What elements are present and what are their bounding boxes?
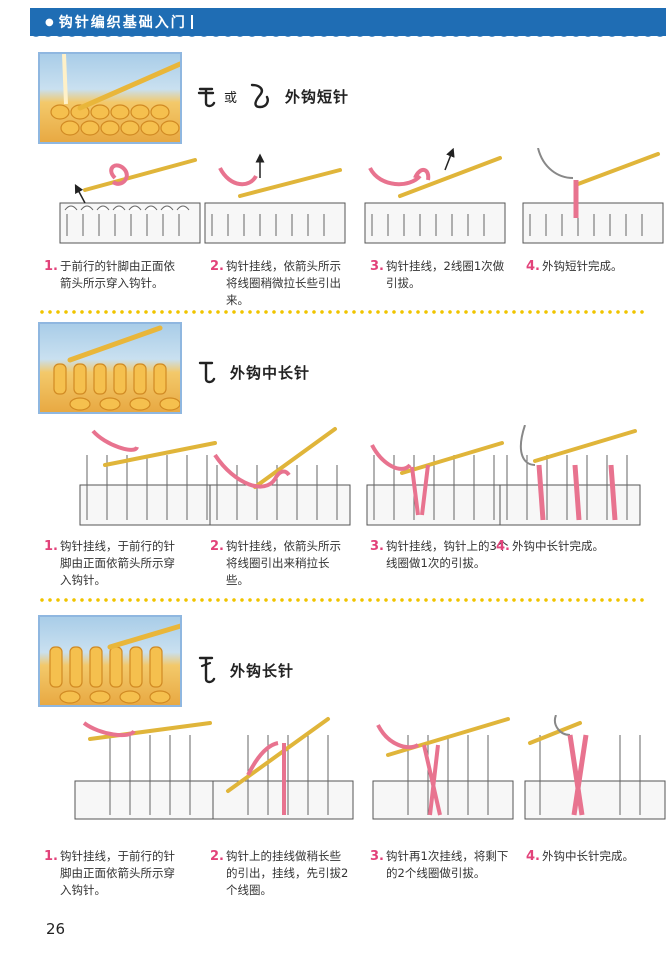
step-1: 1.钩针挂线，于前行的针脚由正面依箭头所示穿入钩针。 [44,539,175,587]
step-diagram-4 [499,425,641,526]
outer-dc-symbol-icon [196,653,218,687]
step-diagram-3 [372,717,514,820]
step-diagram-1 [79,429,221,526]
step-3: 3.钩针挂线，钩针上的3个线圈做1次的引拔。 [370,539,509,570]
step-4: 4.外钩中长针完成。 [526,849,634,864]
stitch-title: 外钩短针 [285,87,350,106]
step-2: 2.钩针上的挂线做稍长些的引出，挂线，先引拔2个线圈。 [210,849,349,897]
outer-hdc-symbol-icon [196,357,218,387]
outer-sc-alt-symbol-icon [247,81,273,111]
stitch-photo-icon [53,325,180,411]
step-diagram-4 [522,148,664,244]
header-title: ●钩针编织基础入门 [42,12,193,32]
stitch-photo-icon [50,54,180,136]
step-diagram-2 [209,427,351,526]
title-bar-icon [190,15,193,29]
stitch-title: 外钩中长针 [230,363,311,382]
section-divider [38,598,646,602]
step-2: 2.钩针挂线，依箭头所示将线圈引出来稍拉长些。 [210,539,341,587]
section-divider [38,310,646,314]
or-label: 或 [224,90,238,106]
step-diagram-2 [204,153,346,244]
step-4: 4.外钩短针完成。 [526,259,623,274]
step-diagram-4 [524,715,666,820]
stitch-title-row: 外钩中长针 [196,352,310,392]
bullet-icon: ● [45,17,56,28]
header-band: ●钩针编织基础入门 [30,8,666,43]
step-diagram-2 [212,717,354,820]
stitch-title-row: 或 外钩短针 [196,76,349,116]
stitch-photo [38,52,182,144]
stitch-photo [38,615,182,707]
step-1: 1.于前行的针脚由正面依箭头所示穿入钩针。 [44,259,175,290]
stitch-photo [38,322,182,414]
step-1: 1.钩针挂线，于前行的针脚由正面依箭头所示穿入钩针。 [44,849,175,897]
step-3: 3.钩针挂线，2线圈1次做引拔。 [370,259,505,290]
step-2: 2.钩针挂线，依箭头所示将线圈稍微拉长些引出来。 [210,259,341,307]
scallop-edge [30,31,666,43]
step-4: 4.外钩中长针完成。 [496,539,604,554]
step-diagram-3 [364,148,506,244]
step-diagram-1 [59,158,201,244]
step-diagram-1 [74,721,216,820]
stitch-title: 外钩长针 [230,661,295,680]
outer-sc-symbol-icon [196,81,218,111]
page-number: 26 [46,920,66,938]
step-diagram-3 [366,441,508,526]
stitch-title-row: 外钩长针 [196,650,294,690]
stitch-photo-icon [49,623,180,704]
step-3: 3.钩针再1次挂线，将剩下的2个线圈做引拔。 [370,849,509,880]
